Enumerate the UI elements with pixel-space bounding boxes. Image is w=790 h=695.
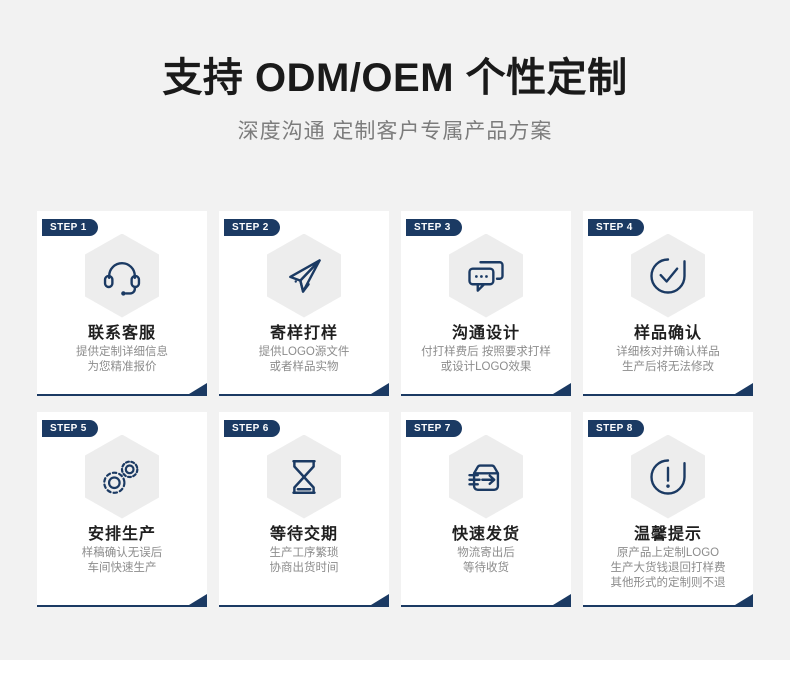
arrow-head-icon (735, 594, 753, 605)
arrow-line (401, 605, 571, 607)
step-description: 提供定制详细信息 为您精准报价 (76, 346, 168, 373)
step-description: 付打样费后 按照要求打样 或设计LOGO效果 (421, 346, 551, 373)
hexagon-backdrop (449, 435, 523, 519)
step-description: 提供LOGO源文件 或者样品实物 (258, 346, 350, 373)
arrow-line (219, 394, 389, 396)
step-progress-arrow (583, 382, 753, 396)
step-title: 联系客服 (87, 325, 156, 342)
step-title: 等待交期 (269, 526, 338, 543)
arrow-head-icon (735, 383, 753, 394)
chat-bubbles-icon (468, 260, 504, 292)
hexagon-backdrop (449, 234, 523, 318)
arrow-line (37, 605, 207, 607)
arrow-line (401, 394, 571, 396)
step-description: 生产工序繁琐 协商出货时间 (269, 547, 339, 574)
step-card-6[interactable]: STEP 6 等待交期 生产工序繁琐 协商出货时间 (219, 412, 389, 607)
hourglass-icon (292, 459, 316, 494)
headset-icon (103, 261, 141, 296)
step-title: 沟通设计 (451, 325, 520, 342)
step-icon-wrap (583, 233, 753, 318)
arrow-line (37, 394, 207, 396)
step-badge: STEP 5 (42, 420, 98, 437)
arrow-line (583, 394, 753, 396)
gears-icon (103, 460, 139, 494)
step-description: 原产品上定制LOGO 生产大货钱退回打样费 其他形式的定制则不退 (610, 547, 726, 589)
step-badge: STEP 7 (406, 420, 462, 437)
hexagon-backdrop (85, 234, 159, 318)
step-card-1[interactable]: STEP 1 联系客服 提供定制详细信息 为您精准报价 (37, 211, 207, 396)
step-icon-wrap (583, 434, 753, 519)
step-badge: STEP 1 (42, 219, 98, 236)
step-progress-arrow (219, 593, 389, 607)
hexagon-backdrop (85, 435, 159, 519)
exclamation-circle-icon (650, 458, 686, 495)
step-badge: STEP 8 (588, 420, 644, 437)
hexagon-backdrop (631, 435, 705, 519)
step-description: 详细核对并确认样品 生产后将无法修改 (616, 346, 720, 373)
step-title: 安排生产 (87, 526, 156, 543)
step-description: 物流寄出后 等待收货 (457, 547, 515, 574)
step-progress-arrow (37, 382, 207, 396)
page-title: 支持 ODM/OEM 个性定制 (162, 56, 628, 100)
step-badge: STEP 2 (224, 219, 280, 236)
step-badge: STEP 6 (224, 420, 280, 437)
step-badge: STEP 4 (588, 219, 644, 236)
arrow-head-icon (371, 383, 389, 394)
step-progress-arrow (583, 593, 753, 607)
step-card-5[interactable]: STEP 5 安排生产 样稿确认无误后 车间 (37, 412, 207, 607)
step-icon-wrap (37, 434, 207, 519)
step-title: 寄样打样 (269, 325, 338, 342)
arrow-head-icon (189, 383, 207, 394)
arrow-head-icon (553, 594, 571, 605)
step-description: 样稿确认无误后 车间快速生产 (81, 547, 163, 574)
step-title: 样品确认 (633, 325, 702, 342)
page-header: 支持 ODM/OEM 个性定制 深度沟通 定制客户专属产品方案 (0, 0, 790, 145)
step-card-7[interactable]: STEP 7 快速发货 物流寄出后 等待收货 (401, 412, 571, 607)
hexagon-backdrop (267, 435, 341, 519)
hexagon-backdrop (267, 234, 341, 318)
arrow-line (583, 605, 753, 607)
arrow-line (219, 605, 389, 607)
arrow-head-icon (553, 383, 571, 394)
step-title: 快速发货 (451, 526, 520, 543)
step-card-4[interactable]: STEP 4 样品确认 详细核对并确认样品 生产后将无法修改 (583, 211, 753, 396)
step-progress-arrow (219, 382, 389, 396)
step-progress-arrow (401, 382, 571, 396)
step-progress-arrow (37, 593, 207, 607)
step-icon-wrap (219, 434, 389, 519)
steps-grid: STEP 1 联系客服 提供定制详细信息 为您精准报价 (37, 211, 753, 607)
step-title: 温馨提示 (633, 526, 702, 543)
step-icon-wrap (401, 434, 571, 519)
step-card-3[interactable]: STEP 3 沟通设计 付打样费后 按照要求打样 或设计LOGO效果 (401, 211, 571, 396)
step-icon-wrap (401, 233, 571, 318)
step-card-8[interactable]: STEP 8 温馨提示 原产品上定制LOGO 生产大货钱退回打样费 其他形式的定… (583, 412, 753, 607)
paper-plane-icon (289, 258, 321, 293)
step-badge: STEP 3 (406, 219, 462, 236)
check-circle-icon (650, 257, 686, 294)
shipping-box-icon (468, 463, 500, 491)
step-icon-wrap (37, 233, 207, 318)
arrow-head-icon (189, 594, 207, 605)
arrow-head-icon (371, 594, 389, 605)
hexagon-backdrop (631, 234, 705, 318)
step-icon-wrap (219, 233, 389, 318)
step-progress-arrow (401, 593, 571, 607)
step-card-2[interactable]: STEP 2 寄样打样 提供LOGO源文件 或者样品实物 (219, 211, 389, 396)
page-subtitle: 深度沟通 定制客户专属产品方案 (237, 120, 553, 143)
